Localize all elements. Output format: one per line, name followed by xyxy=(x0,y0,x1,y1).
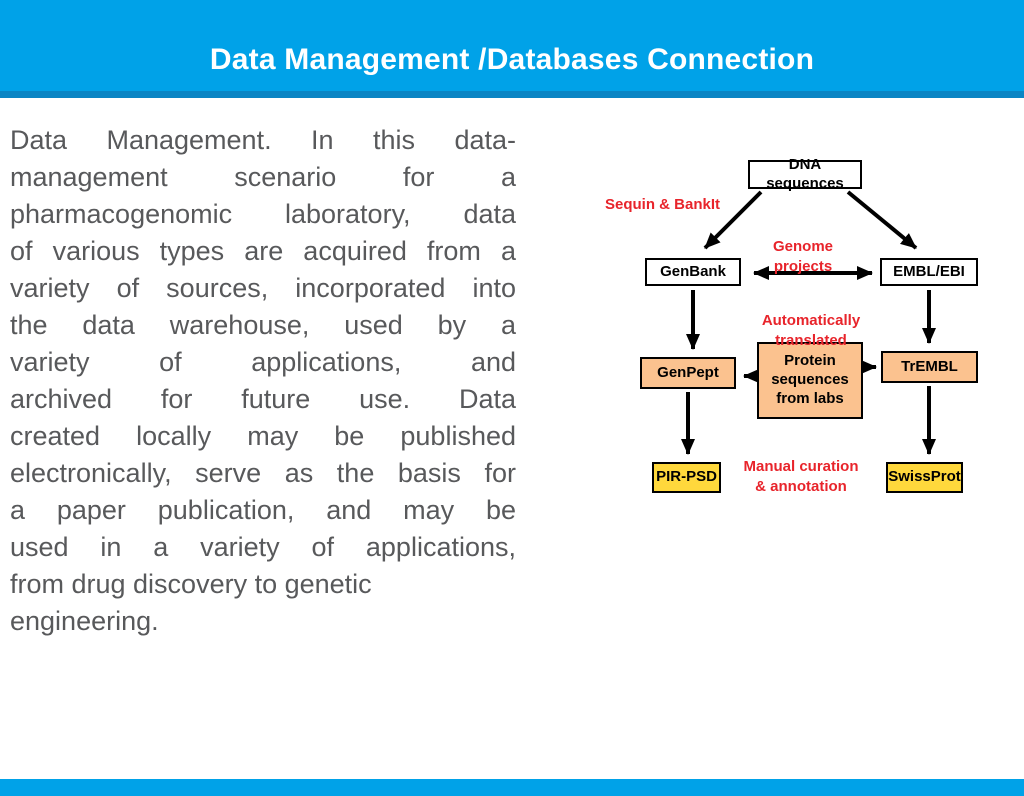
label-manual-curation-annotation: Manual curation & annotation xyxy=(743,458,859,496)
body-line: engineering. xyxy=(10,606,159,636)
body-line: a paper publication, and may be xyxy=(10,495,516,525)
node-pir-psd: PIR-PSD xyxy=(652,462,721,493)
body-line: electronically, serve as the basis for xyxy=(10,458,516,488)
node-genpept: GenPept xyxy=(640,357,736,389)
body-text: Data Management. In this data- managemen… xyxy=(10,122,516,640)
body-line: the data warehouse, used by a xyxy=(10,310,516,340)
arrow-dna-to-embl xyxy=(846,190,918,250)
arrow-dna-to-genbank xyxy=(703,190,763,250)
diagram-arrows xyxy=(681,190,936,455)
node-embl-ebi: EMBL/EBI xyxy=(880,258,978,286)
body-line: created locally may be published xyxy=(10,421,516,451)
body-line: variety of sources, incorporated into xyxy=(10,273,516,303)
node-swissprot: SwissProt xyxy=(886,462,963,493)
header-bar: Data Management /Databases Connection xyxy=(0,0,1024,98)
database-flow-diagram: DNA sequences GenBank EMBL/EBI GenPept P… xyxy=(548,130,994,556)
node-genbank: GenBank xyxy=(645,258,741,286)
label-automatically-translated: Automatically translated xyxy=(761,312,861,350)
body-line: Data Management. In this data- xyxy=(10,125,516,155)
body-line: of various types are acquired from a xyxy=(10,236,516,266)
body-line: archived for future use. Data xyxy=(10,384,516,414)
body-line: pharmacogenomic laboratory, data xyxy=(10,199,516,229)
node-protein-sequences-from-labs: Protein sequences from labs xyxy=(757,342,863,419)
body-line: variety of applications, and xyxy=(10,347,516,377)
body-line: from drug discovery to genetic xyxy=(10,569,372,599)
label-genome-projects: Genome projects xyxy=(772,238,833,276)
node-dna-sequences: DNA sequences xyxy=(748,156,862,192)
label-sequin-bankit: Sequin & BankIt xyxy=(604,196,720,213)
page-title: Data Management /Databases Connection xyxy=(209,43,815,76)
body-line: management scenario for a xyxy=(10,162,516,192)
body-line: used in a variety of applications, xyxy=(10,532,516,562)
node-trembl: TrEMBL xyxy=(881,351,978,383)
footer-bar xyxy=(0,779,1024,796)
